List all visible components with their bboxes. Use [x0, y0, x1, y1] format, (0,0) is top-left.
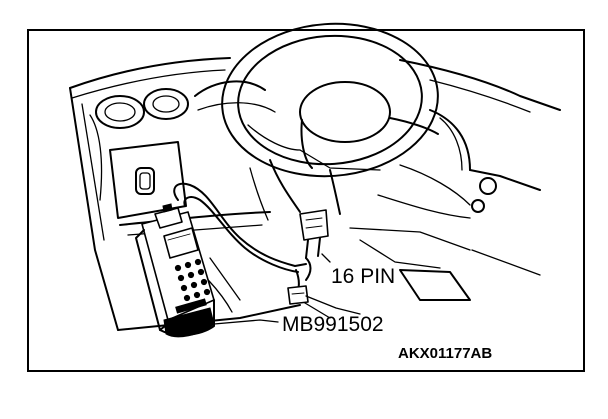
figure-frame	[27, 29, 585, 372]
leader-mb991502	[305, 295, 361, 315]
label-16-pin: 16 PIN	[331, 265, 395, 288]
keypad	[174, 258, 211, 314]
leader-mb991502-tool	[213, 319, 279, 325]
leader-16-pin	[321, 253, 331, 263]
scan-tool-drawing	[135, 203, 215, 338]
label-mb991502: MB991502	[282, 313, 384, 336]
tester-cable	[173, 182, 312, 305]
figure-code: AKX01177AB	[398, 345, 492, 362]
dashboard-drawing	[69, 22, 561, 331]
